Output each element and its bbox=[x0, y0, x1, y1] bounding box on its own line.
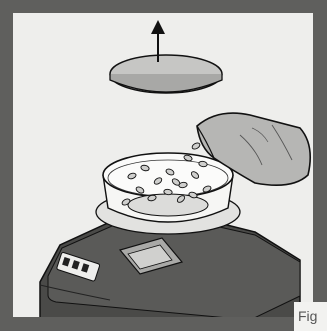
lid-shape bbox=[110, 55, 222, 93]
hopper-bowl bbox=[103, 153, 233, 222]
coffee-bean-icon bbox=[191, 142, 201, 151]
instruction-illustration bbox=[13, 13, 313, 317]
figure-caption: Fig bbox=[294, 302, 327, 331]
illustration-panel bbox=[13, 13, 313, 317]
